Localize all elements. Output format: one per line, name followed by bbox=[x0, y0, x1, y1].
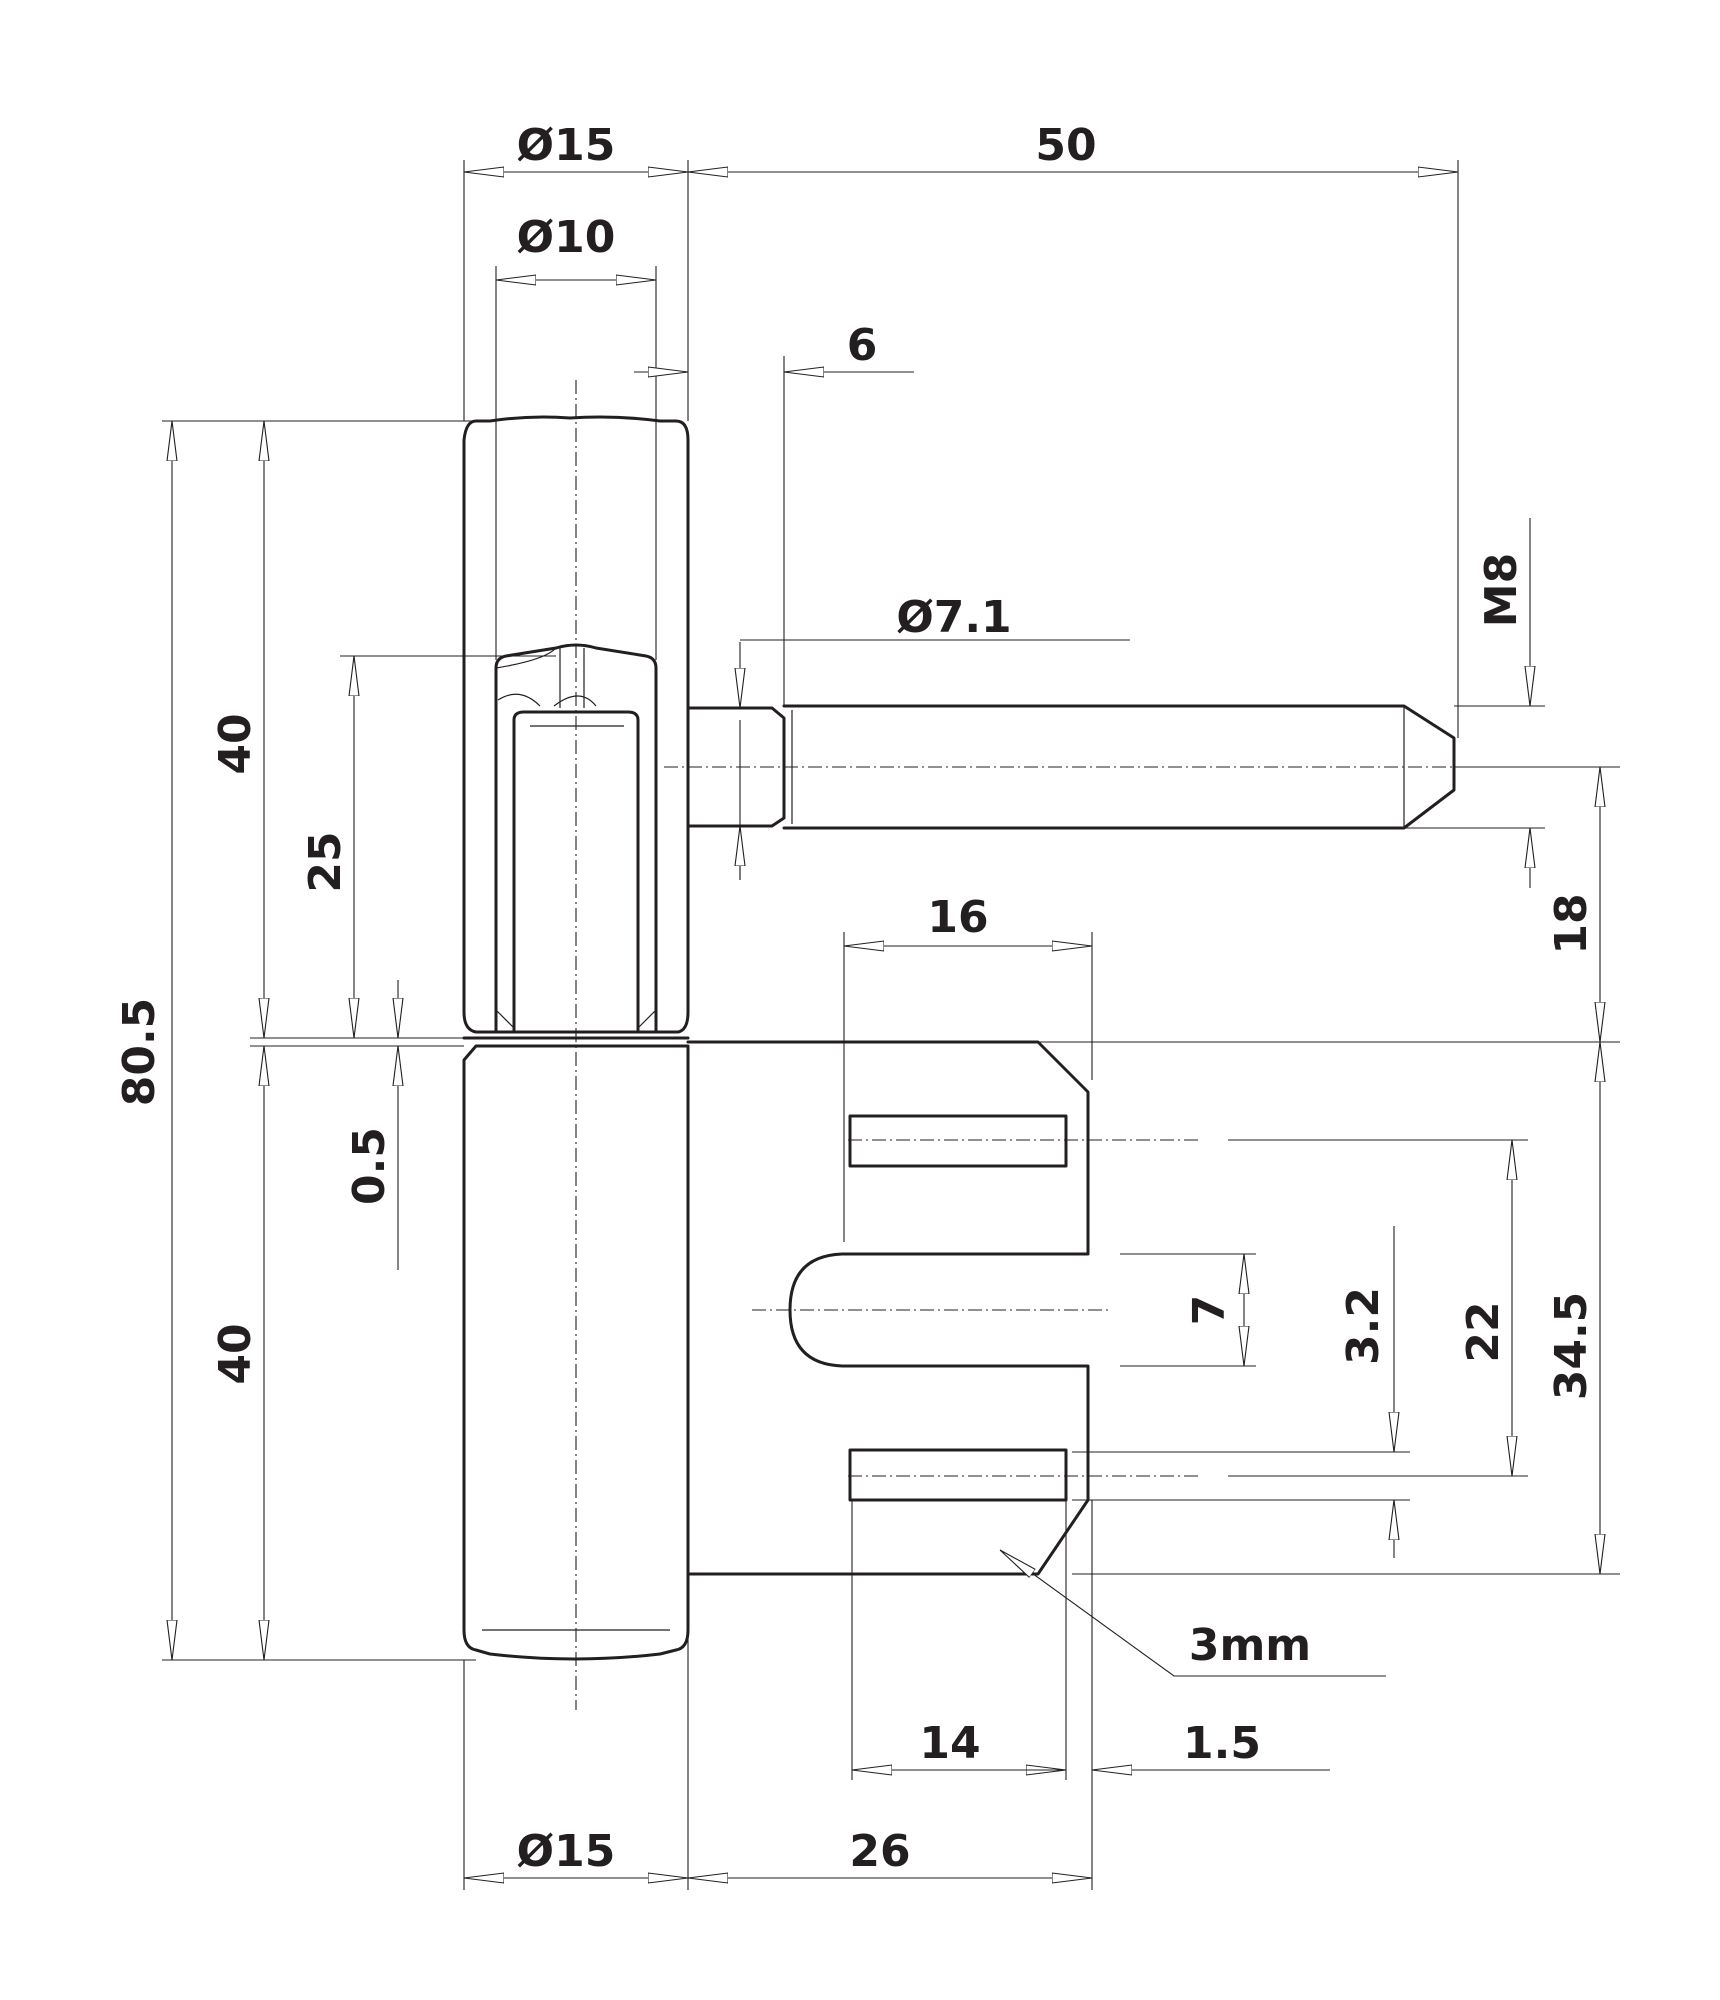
label-hole-length: 14 bbox=[919, 1718, 980, 1769]
extension-lines bbox=[162, 160, 1620, 1890]
chamfer-leader bbox=[1000, 1550, 1386, 1677]
label-plate-length: 26 bbox=[849, 1826, 910, 1877]
label-pin-offset: 18 bbox=[1546, 893, 1597, 954]
upper-barrel bbox=[462, 415, 690, 1034]
label-inner-diameter: Ø10 bbox=[517, 212, 616, 263]
label-top-outer-diameter: Ø15 bbox=[517, 120, 616, 171]
center-lines bbox=[575, 380, 1458, 1710]
label-hole-width: 3.2 bbox=[1338, 1287, 1389, 1365]
lower-slot bbox=[848, 1448, 1068, 1502]
label-pin-shoulder: 6 bbox=[847, 320, 878, 371]
label-plate-width: 16 bbox=[927, 892, 988, 943]
label-bottom-outer-diameter: Ø15 bbox=[517, 1826, 616, 1877]
upper-slot bbox=[848, 1114, 1068, 1168]
label-plate-height: 34.5 bbox=[1546, 1292, 1597, 1401]
threaded-pin-body bbox=[782, 704, 1456, 830]
label-hole-spacing: 22 bbox=[1458, 1301, 1509, 1362]
label-thread: M8 bbox=[1476, 553, 1527, 627]
threaded-pin bbox=[686, 706, 786, 828]
lower-barrel bbox=[462, 1044, 690, 1661]
dimension-lines bbox=[172, 172, 1600, 1878]
mounting-plate bbox=[686, 1040, 1090, 1576]
label-lower-height: 40 bbox=[210, 1323, 261, 1384]
label-pin-depth: 25 bbox=[300, 831, 351, 892]
label-upper-height: 40 bbox=[210, 713, 261, 774]
label-plate-thickness: 1.5 bbox=[1183, 1718, 1261, 1769]
label-slot-width: 7 bbox=[1184, 1295, 1235, 1326]
dimension-labels: Ø15 50 Ø10 6 Ø7.1 M8 80.5 40 25 0.5 40 1… bbox=[114, 120, 1597, 1877]
inner-pin-bevel bbox=[495, 648, 657, 1029]
label-gap: 0.5 bbox=[344, 1127, 395, 1205]
bore-inner-line bbox=[495, 647, 557, 669]
label-total-height: 80.5 bbox=[114, 998, 165, 1107]
label-chamfer: 3mm bbox=[1189, 1620, 1311, 1671]
label-pin-diameter: Ø7.1 bbox=[896, 592, 1011, 643]
label-top-width: 50 bbox=[1035, 120, 1096, 171]
